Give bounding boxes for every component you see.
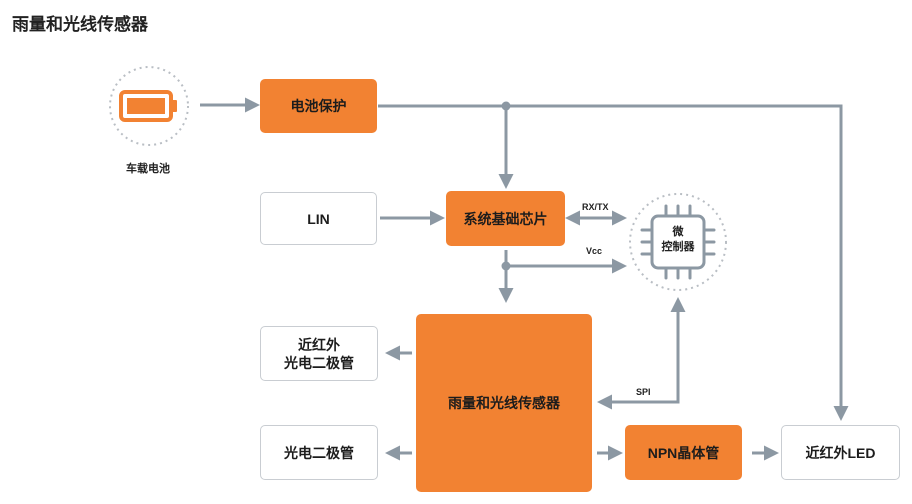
ir-photodiode-line1: 近红外 xyxy=(298,336,340,353)
microcontroller-line2: 控制器 xyxy=(661,241,695,253)
battery-icon xyxy=(108,65,190,147)
microcontroller-chip-icon xyxy=(628,192,728,292)
system-basis-chip-box: 系统基础芯片 xyxy=(446,191,565,246)
microcontroller-line1: 微 xyxy=(672,226,684,238)
junction-top xyxy=(501,101,511,111)
battery-label: 车载电池 xyxy=(126,163,170,175)
microcontroller-label: 微 控制器 xyxy=(653,225,703,255)
npn-transistor-box: NPN晶体管 xyxy=(625,425,742,480)
edge-protect-to-led xyxy=(378,104,849,421)
spi-label: SPI xyxy=(636,387,651,397)
vcc-label: Vcc xyxy=(586,246,603,256)
ir-photodiode-box: 近红外 光电二极管 xyxy=(260,326,378,381)
rxtx-label: RX/TX xyxy=(582,202,609,212)
rain-light-sensor-box: 雨量和光线传感器 xyxy=(416,314,592,492)
ir-led-box: 近红外LED xyxy=(781,425,900,480)
photodiode-box: 光电二极管 xyxy=(260,425,378,480)
battery-protection-box: 电池保护 xyxy=(260,79,377,133)
junction-vcc xyxy=(501,261,511,271)
edge-spi xyxy=(597,297,686,410)
ir-photodiode-line2: 光电二极管 xyxy=(284,354,354,371)
page-title: 雨量和光线传感器 xyxy=(12,15,148,34)
lin-box: LIN xyxy=(260,192,377,245)
